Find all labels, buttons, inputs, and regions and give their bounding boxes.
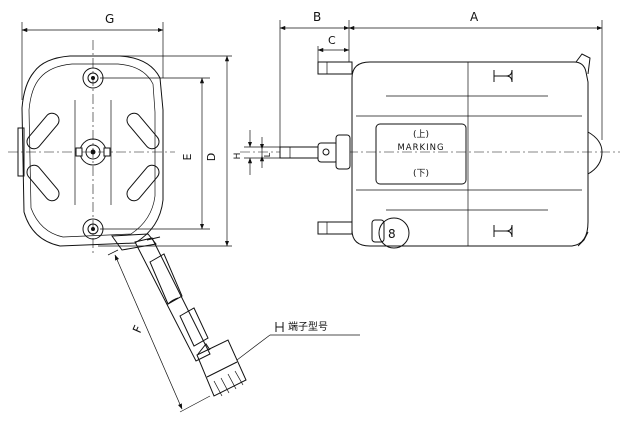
front-view [8, 22, 232, 255]
marking-label: MARKING [397, 143, 444, 153]
dimension-b-label: B [313, 10, 321, 24]
dimension-g: G [21, 12, 164, 33]
dimension-d: D [205, 55, 230, 247]
dimension-e-label: E [181, 153, 194, 160]
dimension-a-label: A [470, 10, 479, 24]
lead-wire-assembly [111, 233, 247, 397]
dimension-f: F [107, 249, 211, 413]
dimension-h-label: H [233, 153, 243, 160]
thermal-symbol: 8 [388, 227, 396, 241]
marking-top: (上) [413, 129, 429, 140]
dimension-e: E [181, 77, 205, 230]
marking-bottom: (下) [413, 169, 429, 179]
dimension-f-label: F [130, 323, 146, 335]
dimension-c-label: C [328, 34, 336, 47]
dimension-a: A [348, 10, 603, 31]
dimension-c: C [317, 34, 350, 53]
dimension-l-label: L [263, 152, 272, 157]
connector-note: 端子型号 [236, 320, 360, 361]
dimension-l: L [259, 137, 272, 168]
dimension-h: H [233, 130, 280, 175]
connector-note-text: 端子型号 [288, 320, 328, 333]
dimension-g-label: G [105, 12, 114, 26]
side-view: (上) MARKING (下) 8 [240, 20, 620, 249]
dimension-b: B [279, 10, 350, 31]
dimension-d-label: D [205, 153, 218, 161]
